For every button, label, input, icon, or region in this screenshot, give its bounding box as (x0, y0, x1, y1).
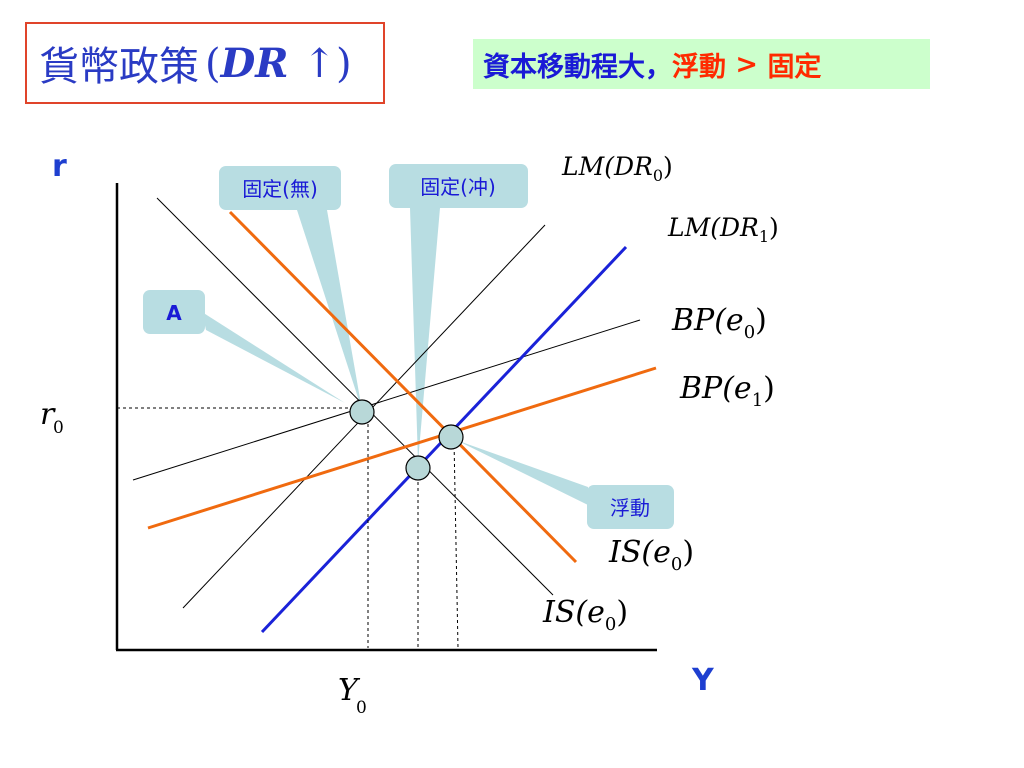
bp-curve-orange (147, 366, 657, 530)
title-math: (DR ↑) (205, 39, 352, 87)
svg-text:Y: Y (338, 673, 361, 708)
r0-label: r 0 (40, 397, 64, 438)
callout-pointer-fixed-offset (410, 208, 440, 462)
note-part2: 浮動 (672, 51, 726, 83)
callout-fixed-offset-label: 固定(冲) (420, 175, 496, 199)
bp-e1-label: BP(e1) (679, 371, 775, 411)
callout-box-floating (587, 485, 674, 529)
title-text: 貨幣政策 (39, 44, 199, 90)
callout-pointer-fixed-none (297, 210, 362, 410)
svg-text:IS(e0): IS(e0) (608, 535, 694, 575)
callout-box-fixed-offset (389, 164, 528, 208)
note-part3: > (726, 48, 768, 80)
y-axis-label: r (52, 149, 67, 184)
capital-mobility-note: 資本移動程大， 浮動 > 固定 (473, 39, 930, 89)
svg-text:r: r (40, 397, 56, 432)
callout-box-a (143, 290, 205, 334)
svg-text:BP(e0): BP(e0) (671, 303, 767, 343)
lm-dr0-label: LM(DR0) (561, 152, 673, 185)
callout-box-fixed-none (219, 166, 341, 210)
is-e0-label-lower: IS(e0) (542, 595, 628, 635)
svg-text:BP(e1): BP(e1) (679, 371, 775, 411)
equilibrium-point-fixed (405, 455, 431, 481)
svg-text:LM(DR0): LM(DR0) (561, 152, 673, 185)
y0-label: Y 0 (338, 673, 367, 718)
bp-e0-label: BP(e0) (671, 303, 767, 343)
svg-text:IS(e0): IS(e0) (542, 595, 628, 635)
equilibrium-point-floating (438, 424, 464, 450)
svg-text:0: 0 (356, 698, 367, 718)
note-part1: 資本移動程大， (483, 51, 672, 83)
svg-text:0: 0 (53, 418, 64, 438)
is-curve-black (156, 197, 554, 596)
x-axis-label: Y (691, 663, 715, 698)
bp-curve-black (132, 319, 641, 481)
lm-dr1-label: LM(DR1) (667, 213, 779, 246)
is-curve-orange (228, 210, 578, 564)
callout-floating-label: 浮動 (610, 496, 650, 520)
callout-pointer-floating (456, 440, 588, 505)
title-box: 貨幣政策 (DR ↑) (25, 22, 385, 104)
note-part4: 固定 (767, 51, 822, 83)
callout-fixed-none-label: 固定(無) (242, 177, 318, 201)
is-e0-label-upper: IS(e0) (608, 535, 694, 575)
callout-pointer-a (202, 312, 345, 403)
equilibrium-point-a (349, 399, 375, 425)
svg-text:LM(DR1): LM(DR1) (667, 213, 779, 246)
callout-a-label: A (166, 301, 182, 325)
y-float-dashed-line (453, 439, 459, 649)
